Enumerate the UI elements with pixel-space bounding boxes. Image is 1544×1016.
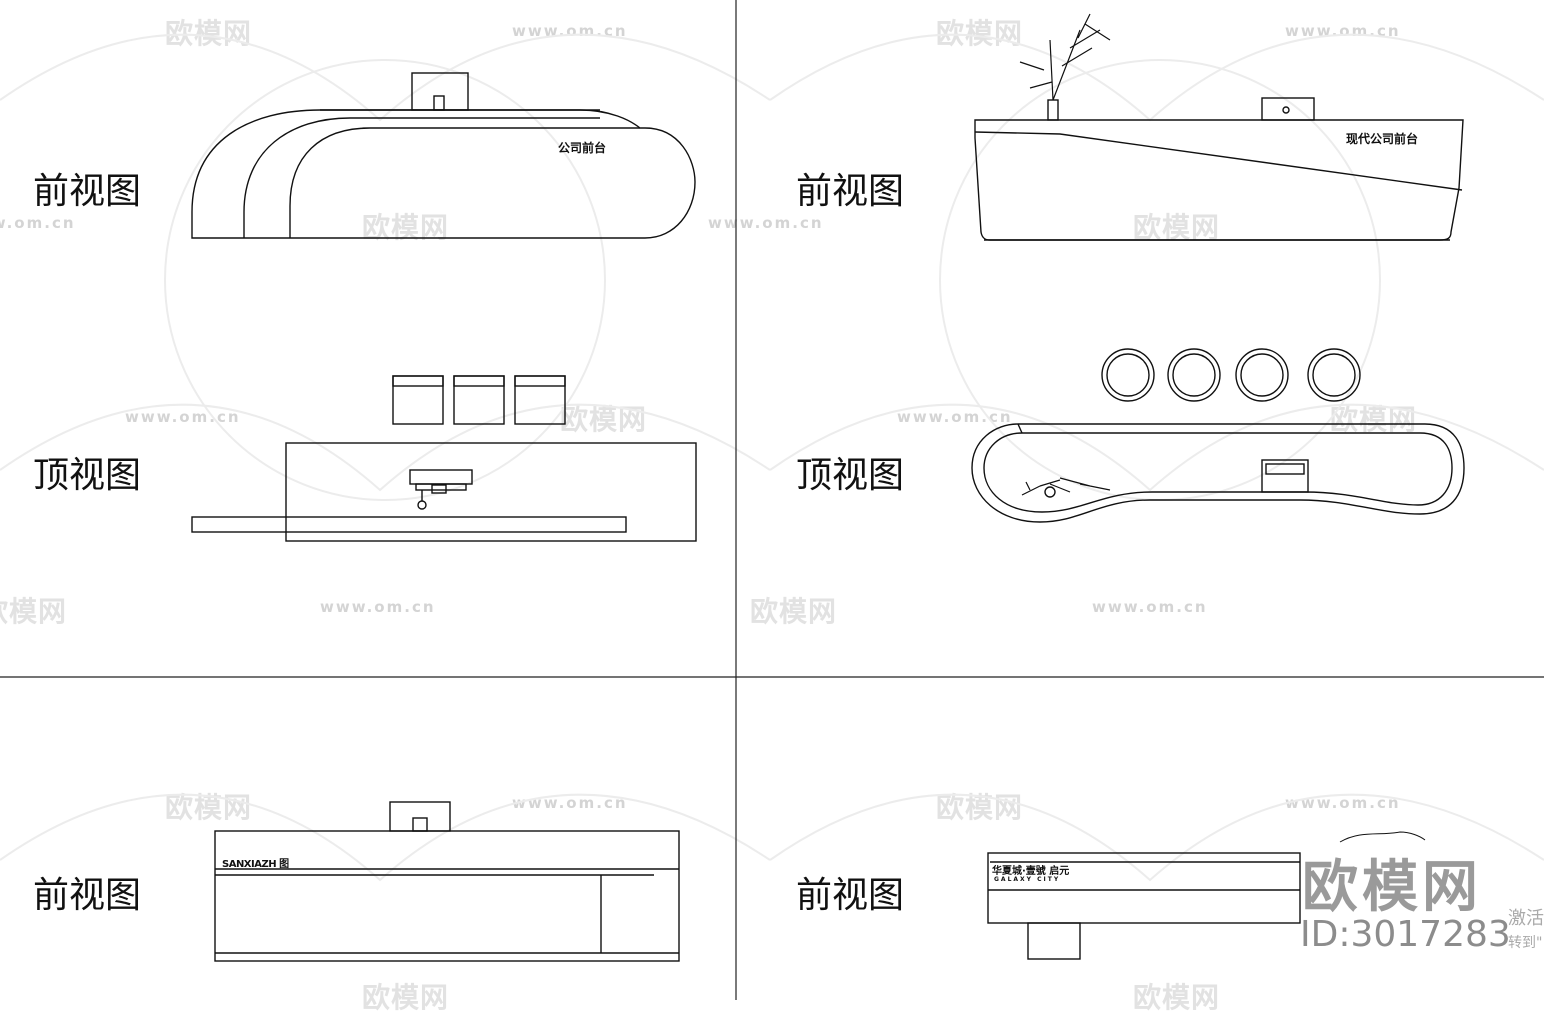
desk-front-view-1 [191, 72, 696, 239]
desk-text-panel1: 公司前台 [558, 141, 607, 155]
view-label-panel4: 顶视图 [796, 455, 905, 496]
desk-top-view-1 [191, 375, 697, 542]
view-label-panel1: 前视图 [33, 171, 142, 212]
view-label-panel3: 顶视图 [33, 455, 142, 496]
desk-text-panel5: SANXIAZH 图 [222, 859, 289, 870]
desk-front-view-2 [974, 13, 1464, 241]
watermark-logo: 欧模网 [165, 17, 253, 50]
desk-text-panel6: 华夏城·壹號 启元 [992, 866, 1070, 877]
desk-subtext-panel6: GALAXY CITY [994, 876, 1061, 883]
watermark-logo: 欧模网 [560, 403, 648, 436]
watermark-logo: 欧模网 [936, 17, 1024, 50]
model-id-watermark: ID:3017283 [1300, 914, 1511, 955]
watermark-logo: 欧模网 [1133, 211, 1221, 244]
view-label-panel6: 前视图 [796, 875, 905, 916]
watermark-logo: 欧模网 [750, 595, 838, 628]
watermark-arcs [0, 33, 1544, 882]
brand-watermark: 欧模网 [1302, 855, 1482, 920]
desk-top-view-2 [971, 348, 1465, 523]
watermark-url: www.om.cn [897, 408, 1013, 426]
desk-text-panel2: 现代公司前台 [1346, 132, 1419, 146]
desk-front-view-4 [987, 831, 1426, 960]
view-label-panel5: 前视图 [33, 875, 142, 916]
watermark-logo: 欧模网 [0, 595, 68, 628]
watermark-url: www.om.cn [320, 598, 436, 616]
activation-notice-line1: 激活 [1508, 908, 1544, 929]
view-label-panel2: 前视图 [796, 171, 905, 212]
desk-front-view-3 [214, 801, 680, 962]
activation-notice-line2: 转到" [1508, 935, 1543, 951]
watermark-url: www.om.cn [0, 214, 76, 232]
watermark-url: www.om.cn [1092, 598, 1208, 616]
